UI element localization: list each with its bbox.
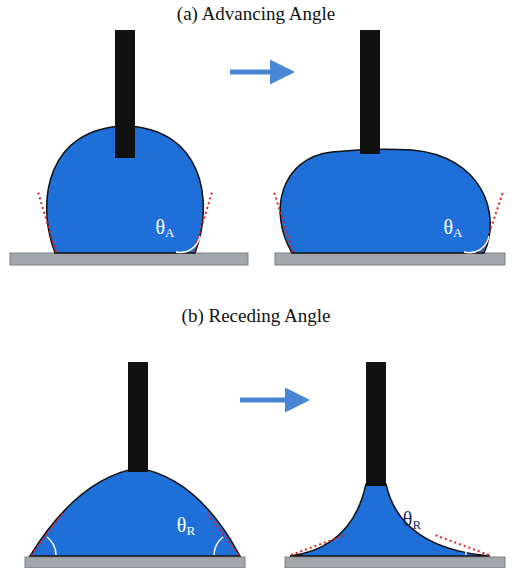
panel-heading: (b) Receding Angle <box>182 306 331 327</box>
substrate <box>275 253 505 265</box>
angle-arc <box>466 546 467 555</box>
tangent-line <box>291 535 345 555</box>
needle <box>360 30 380 154</box>
needle <box>115 30 135 158</box>
needle <box>128 362 148 472</box>
droplet <box>30 468 240 556</box>
angle-arc <box>464 236 489 253</box>
droplet <box>280 149 490 253</box>
arrow <box>230 70 290 75</box>
angle-arc <box>47 537 56 555</box>
droplet <box>290 484 490 556</box>
arrow <box>240 398 305 403</box>
needle <box>366 362 386 486</box>
angle-arc <box>214 537 223 555</box>
tangent-line <box>38 192 56 252</box>
tangent-line <box>274 192 293 252</box>
angle-arc <box>176 236 200 252</box>
angle-label: θR <box>177 514 195 539</box>
substrate <box>25 557 245 568</box>
angle-label: θA <box>156 216 175 241</box>
tangent-line <box>435 535 489 555</box>
angle-label: θR <box>403 508 421 533</box>
substrate <box>285 557 505 568</box>
substrate <box>10 253 248 265</box>
angle-label: θA <box>444 216 463 241</box>
tangent-line <box>206 512 239 555</box>
panel-heading: (a) Advancing Angle <box>177 4 335 25</box>
tangent-line <box>31 512 64 555</box>
